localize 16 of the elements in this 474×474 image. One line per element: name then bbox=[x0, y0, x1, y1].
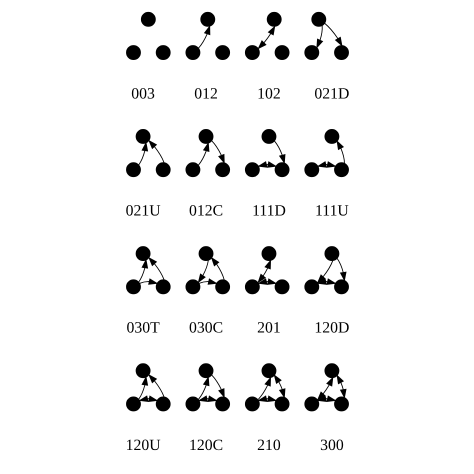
label: 030T bbox=[126, 320, 160, 337]
label: 300 bbox=[320, 436, 344, 454]
label: 012C bbox=[188, 202, 223, 220]
label: 030C bbox=[188, 320, 223, 337]
label: 111D bbox=[252, 202, 286, 220]
label: 021U bbox=[125, 202, 160, 220]
label: 012 bbox=[194, 85, 218, 102]
label: 111U bbox=[314, 202, 348, 220]
label: 201 bbox=[256, 320, 280, 337]
label: 003 bbox=[130, 85, 154, 102]
label: 102 bbox=[256, 85, 280, 102]
label: 120D bbox=[314, 320, 349, 337]
label: 210 bbox=[256, 436, 280, 454]
label: 120C bbox=[188, 436, 223, 454]
label: 021D bbox=[314, 85, 349, 102]
label: 120U bbox=[125, 436, 160, 454]
